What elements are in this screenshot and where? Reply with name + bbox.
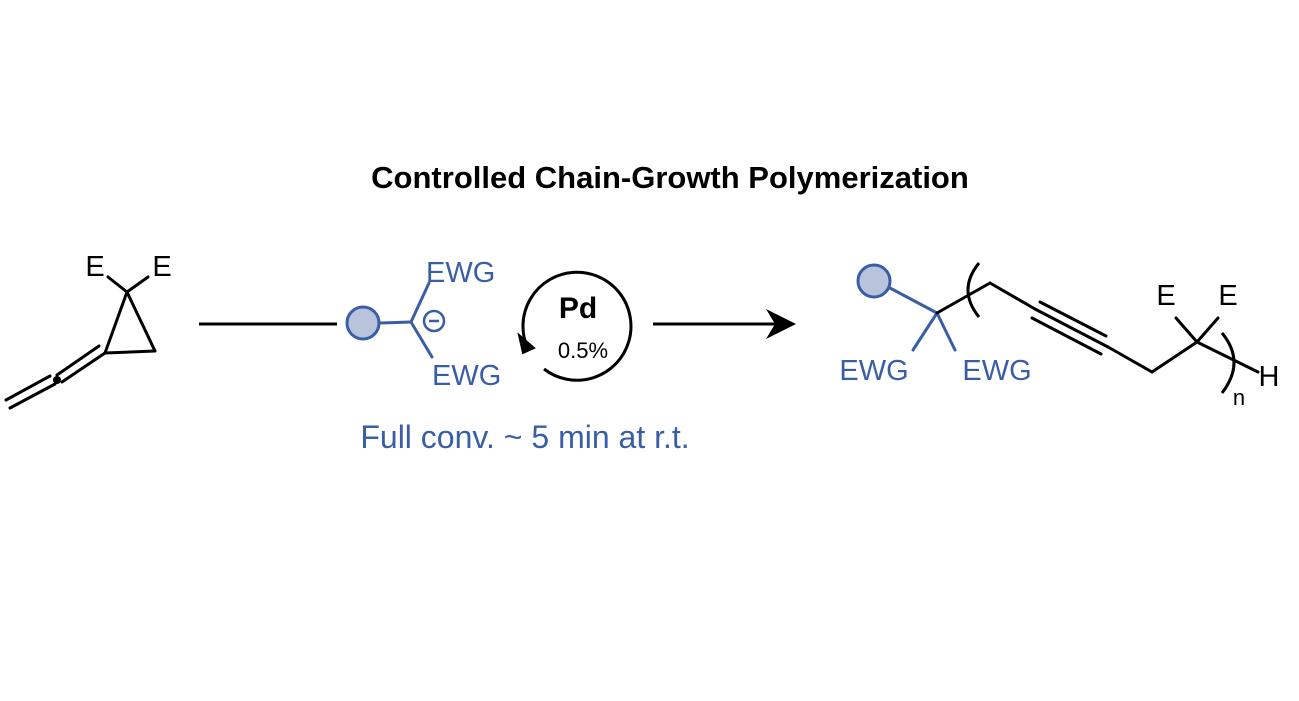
substituent-bond (125, 275, 150, 294)
product-end-group: H (1259, 361, 1280, 393)
substituent-bond (106, 275, 129, 294)
product-ester-2: E (1218, 280, 1237, 312)
repeat-subscript: n (1233, 385, 1245, 410)
backbone-bond (1150, 340, 1199, 374)
monomer-substituent-2: E (152, 251, 171, 283)
catalytic-cycle-arc (521, 270, 633, 382)
product-bead-bond (888, 286, 939, 315)
repeat-bracket-right (1220, 332, 1236, 394)
catalyst-loading: 0.5% (558, 338, 608, 363)
catalytic-cycle-arrowhead (517, 332, 536, 355)
initiator-ewg-bottom: EWG (432, 360, 501, 392)
catalyst-metal: Pd (559, 292, 597, 325)
backbone-bond (935, 281, 992, 315)
backbone-bond (988, 281, 1037, 311)
backbone-bond (1106, 345, 1154, 374)
product-bead (856, 263, 892, 299)
carbanion-charge (422, 309, 446, 333)
end-group-bond (1195, 340, 1260, 374)
double-bond-outer (60, 351, 107, 384)
product-ewg-right: EWG (962, 355, 1031, 387)
product-ewg-right-bond (935, 311, 957, 352)
alkyne-bond-center (1033, 307, 1110, 349)
double-bond-inner (55, 344, 101, 377)
alkyne-bond-upper (1038, 300, 1108, 338)
bead-bond (378, 320, 413, 325)
product-ester-1: E (1156, 280, 1175, 312)
initiator-bead (345, 305, 381, 341)
initiator-ewg-top: EWG (426, 257, 495, 289)
allene-double-bond-outer (8, 382, 57, 410)
repeat-bracket-left (966, 262, 981, 318)
initiator-structure (378, 281, 434, 359)
alkyne-bond-lower (1030, 316, 1103, 356)
ewg-bottom-bond (409, 320, 434, 359)
ewg-top-bond (409, 281, 431, 324)
ring-bond (103, 349, 157, 355)
reaction-condition: Full conv. ~ 5 min at r.t. (360, 419, 689, 455)
charge-circle (422, 309, 446, 333)
product-ewg-left-bond (911, 311, 939, 352)
product-ewg-left: EWG (839, 355, 908, 387)
monomer-substituent-1: E (85, 251, 104, 283)
polymer-backbone (935, 281, 1260, 374)
monomer-structure (4, 275, 157, 410)
ester-bond (1174, 316, 1199, 344)
product-initiator-fragment (888, 286, 957, 352)
ring-bond (125, 290, 157, 353)
scheme-title: Controlled Chain-Growth Polymerization (371, 160, 969, 195)
allene-center-dot (53, 376, 61, 384)
allene-double-bond-inner (4, 374, 52, 402)
ester-bond (1195, 316, 1220, 344)
ring-bond (103, 290, 129, 355)
